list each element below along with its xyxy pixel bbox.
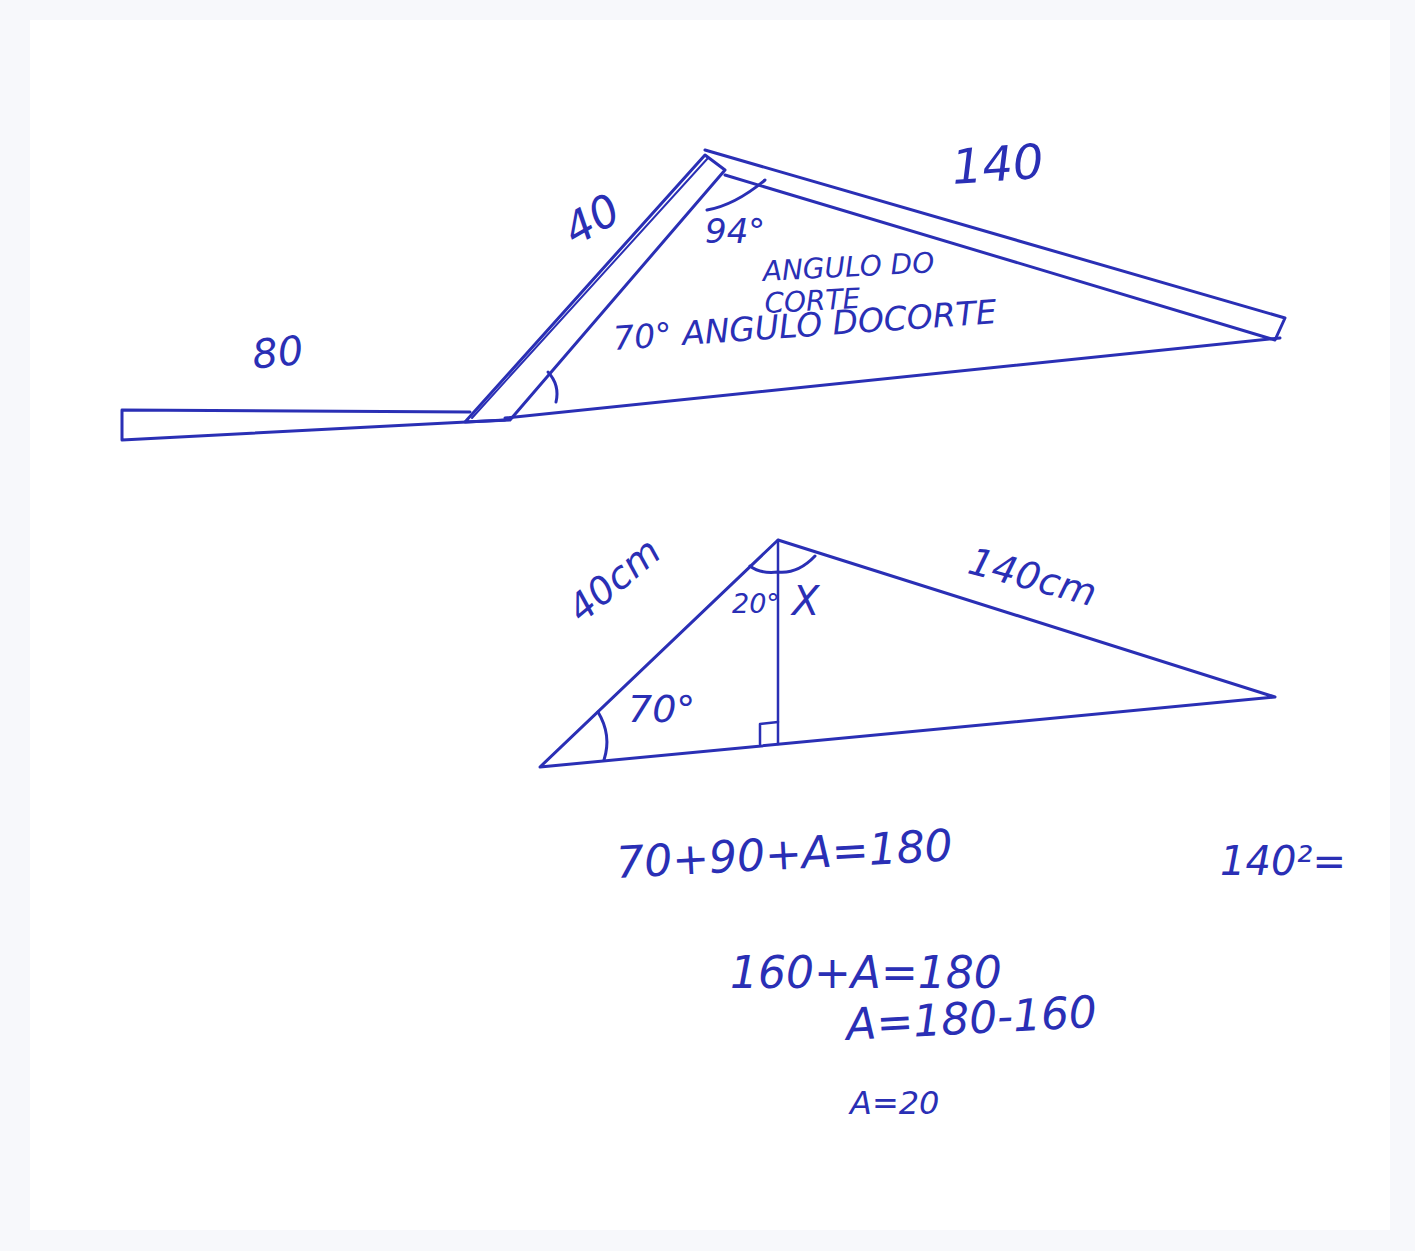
paper-sheet (30, 20, 1390, 1230)
handwritten-label: 140²= (1220, 838, 1346, 884)
handwritten-label: X (792, 578, 819, 624)
handwritten-label: 80 (250, 327, 305, 378)
inclined-board (465, 155, 725, 422)
handwritten-label: A=20 (850, 1085, 939, 1122)
handwritten-label: 140 (950, 134, 1045, 195)
angle-arc (707, 180, 765, 210)
right-angle-mark (760, 722, 778, 744)
handwritten-label: 70° (628, 688, 695, 732)
board-edge (472, 158, 708, 418)
angle-arc (548, 372, 557, 402)
handwritten-label: 20° (732, 588, 780, 619)
horizontal-board (122, 410, 505, 440)
handwritten-label: 94° (705, 212, 765, 251)
handwritten-label: 160+A=180 (730, 948, 1002, 999)
angle-arc (750, 556, 815, 572)
angle-arc (598, 712, 607, 760)
